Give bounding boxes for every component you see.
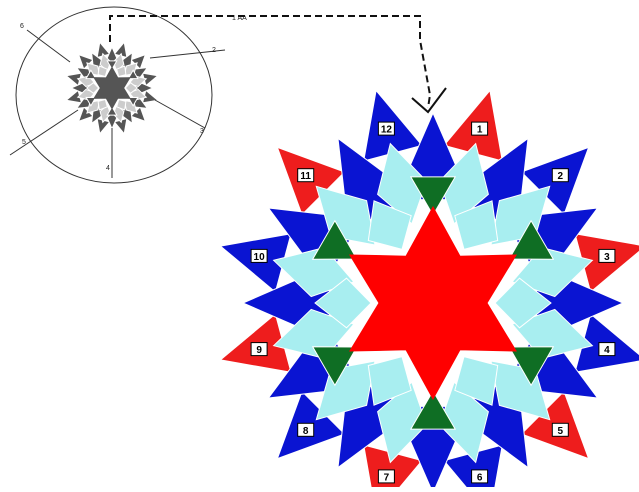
callout-arrow-5 — [10, 110, 78, 155]
number-label-10: 10 — [251, 249, 267, 263]
thumbnail-diagram: 6 2 3 4 5 1 AA — [10, 7, 247, 183]
number-label-5: 5 — [552, 423, 568, 437]
number-label-12: 12 — [378, 122, 394, 136]
number-text: 3 — [604, 252, 610, 263]
number-label-6: 6 — [472, 470, 488, 484]
number-text: 10 — [254, 252, 266, 263]
dashed-connector — [110, 16, 446, 112]
number-text: 9 — [256, 345, 262, 356]
main-star-diagram — [221, 91, 639, 488]
callout-label-5: 5 — [22, 139, 26, 146]
number-label-9: 9 — [251, 343, 267, 357]
number-label-11: 11 — [298, 169, 314, 183]
number-label-4: 4 — [599, 343, 615, 357]
number-label-1: 1 — [472, 122, 488, 136]
number-text: 12 — [381, 125, 393, 136]
callout-label-2: 2 — [212, 47, 216, 54]
number-text: 11 — [300, 171, 311, 182]
callout-arrow-3 — [155, 100, 205, 128]
number-text: 6 — [477, 472, 483, 483]
number-text: 8 — [303, 426, 309, 437]
number-text: 2 — [558, 171, 564, 182]
thumbnail-star-pattern — [66, 42, 157, 133]
callout-arrow-6 — [27, 30, 70, 62]
number-text: 7 — [384, 472, 390, 483]
number-label-7: 7 — [378, 470, 394, 484]
number-text: 5 — [558, 426, 564, 437]
number-label-8: 8 — [298, 423, 314, 437]
callout-label-6: 6 — [20, 23, 24, 30]
callout-label-3: 3 — [200, 128, 204, 135]
number-label-2: 2 — [552, 169, 568, 183]
number-label-3: 3 — [599, 249, 615, 263]
callout-label-4: 4 — [106, 165, 110, 172]
number-text: 4 — [604, 345, 610, 356]
number-text: 1 — [477, 125, 483, 136]
